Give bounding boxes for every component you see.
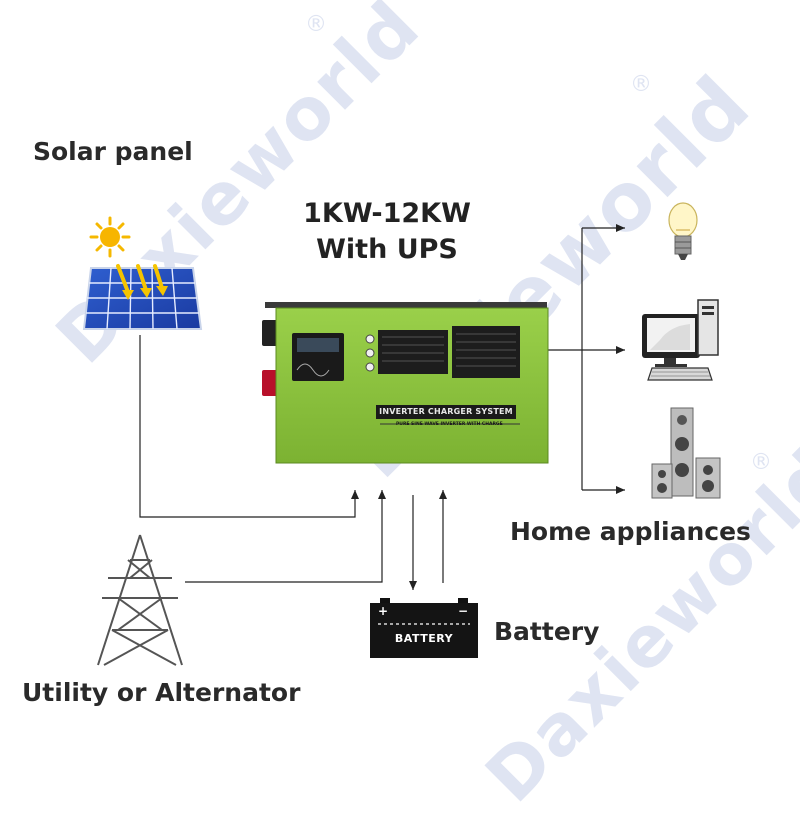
- watermark-reg-2: ®: [630, 72, 654, 97]
- watermark-reg-3: ®: [750, 450, 774, 475]
- solar-panel-icon: [82, 264, 203, 330]
- utility-to-inverter-line: [185, 490, 386, 583]
- solar-to-inverter-line: [139, 335, 359, 518]
- utility-label: Utility or Alternator: [22, 678, 301, 707]
- sun-icon: [89, 216, 131, 258]
- inverter-icon: [262, 302, 549, 464]
- battery-minus: −: [458, 604, 469, 618]
- system-title: 1KW-12KW With UPS: [277, 196, 497, 268]
- computer-icon: [642, 299, 719, 381]
- system-title-line2: With UPS: [316, 234, 458, 265]
- power-tower-icon: [97, 534, 183, 666]
- battery-box-text: BATTERY: [394, 632, 454, 645]
- home-appliances-label: Home appliances: [510, 517, 751, 546]
- battery-icon: [370, 598, 478, 658]
- diagram-graphics: [82, 202, 721, 666]
- inverter-banner: INVERTER CHARGER SYSTEM: [379, 407, 513, 416]
- battery-label: Battery: [494, 617, 600, 646]
- light-bulb-icon: [668, 202, 698, 260]
- speaker-icon: [651, 407, 721, 499]
- watermark-reg-1: ®: [305, 12, 329, 37]
- system-title-line1: 1KW-12KW: [303, 198, 471, 229]
- connection-lines: [139, 224, 625, 590]
- solar-panel-label: Solar panel: [33, 137, 193, 166]
- inverter-subtitle: PURE SINE WAVE INVERTER WITH CHARGE: [396, 422, 503, 427]
- battery-plus: +: [378, 604, 389, 618]
